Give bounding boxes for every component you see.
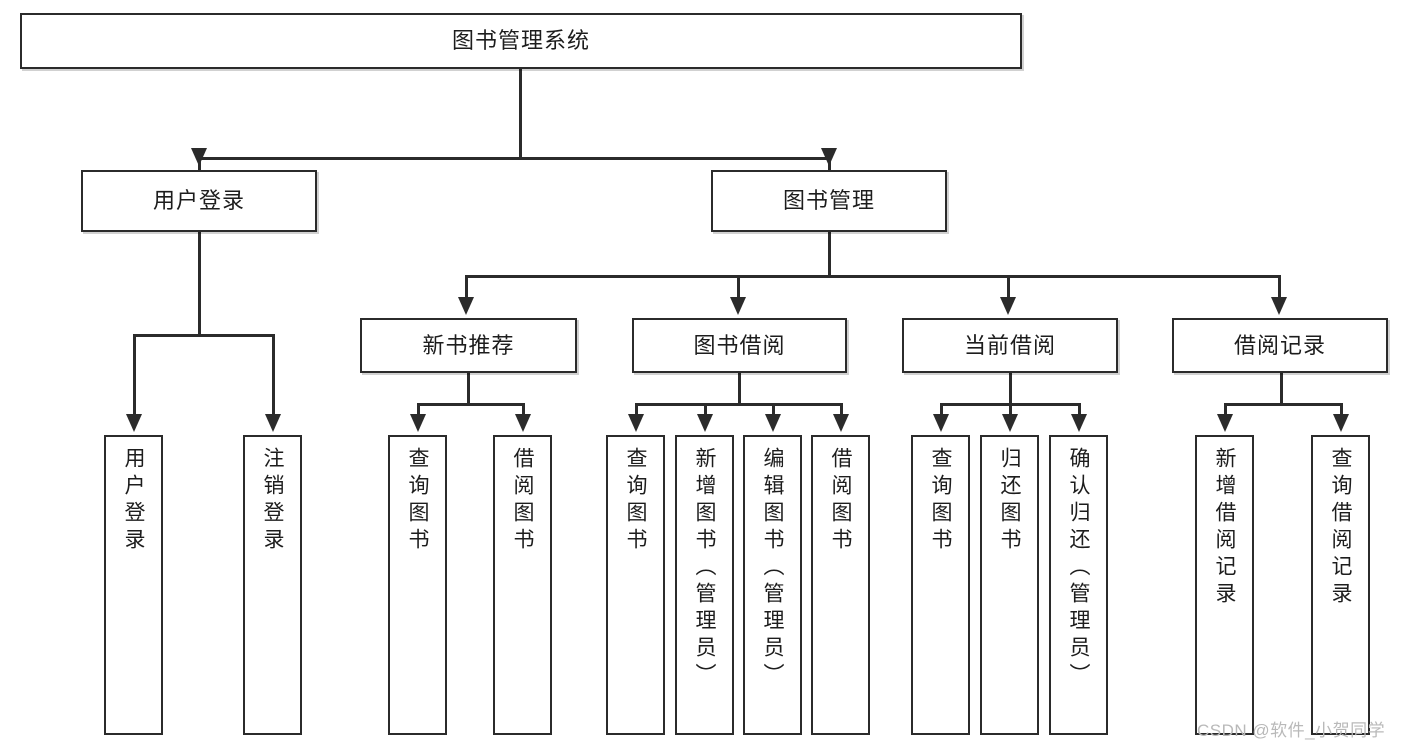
edge-records-stem <box>1280 373 1283 406</box>
arrowhead-bookmgmt-records <box>1271 297 1287 315</box>
leaf-query-book-borrow[interactable]: 查询图书 <box>606 435 665 735</box>
arrowhead-root-to-login <box>191 148 207 166</box>
edge-borrow-to-leaf-2 <box>704 403 707 416</box>
edge-root-stem <box>519 68 522 160</box>
node-label: 归还图书 <box>998 447 1021 555</box>
edge-bookmgmt-to-records <box>1278 275 1281 299</box>
edge-borrow-to-leaf-1 <box>635 403 638 416</box>
leaf-edit-book-admin[interactable]: 编辑图书（管理员） <box>743 435 802 735</box>
edge-records-bus <box>1224 403 1343 406</box>
edge-current-to-leaf-1 <box>940 403 943 416</box>
node-label: 注销登录 <box>261 447 284 555</box>
node-borrow-records[interactable]: 借阅记录 <box>1172 318 1388 373</box>
leaf-add-borrow-record[interactable]: 新增借阅记录 <box>1195 435 1254 735</box>
edge-records-to-leaf-2 <box>1340 403 1343 416</box>
arrowhead-newbook-leaf-2 <box>515 414 531 432</box>
edge-newbook-bus <box>417 403 525 406</box>
arrowhead-current-leaf-2 <box>1002 414 1018 432</box>
arrowhead-borrow-leaf-1 <box>628 414 644 432</box>
arrowhead-bookmgmt-newbook <box>458 297 474 315</box>
edge-current-to-leaf-2 <box>1009 403 1012 416</box>
edge-login-bus <box>133 334 275 337</box>
edge-bookmgmt-to-newbook <box>465 275 468 299</box>
edge-newbook-stem <box>467 373 470 406</box>
csdn-watermark: CSDN @软件_小贺同学 <box>1197 721 1386 740</box>
node-label: 新增图书（管理员） <box>693 447 716 690</box>
arrowhead-newbook-leaf-1 <box>410 414 426 432</box>
node-label: 查询图书 <box>929 447 952 555</box>
node-label: 借阅记录 <box>1233 332 1326 358</box>
node-label: 确认归还（管理员） <box>1067 447 1090 690</box>
node-label: 用户登录 <box>122 447 145 555</box>
node-label: 借阅图书 <box>829 447 852 555</box>
edge-login-stem <box>198 232 201 337</box>
leaf-add-book-admin[interactable]: 新增图书（管理员） <box>675 435 734 735</box>
node-label: 图书管理系统 <box>451 28 590 54</box>
arrowhead-current-leaf-3 <box>1071 414 1087 432</box>
arrowhead-bookmgmt-current <box>1000 297 1016 315</box>
arrowhead-borrow-leaf-3 <box>765 414 781 432</box>
leaf-return-book[interactable]: 归还图书 <box>980 435 1039 735</box>
leaf-query-borrow-record[interactable]: 查询借阅记录 <box>1311 435 1370 735</box>
node-label: 用户登录 <box>152 188 245 214</box>
edge-records-to-leaf-1 <box>1224 403 1227 416</box>
edge-root-bus <box>198 157 831 160</box>
node-label: 当前借阅 <box>963 332 1056 358</box>
node-label: 图书借阅 <box>693 332 786 358</box>
arrowhead-records-leaf-2 <box>1333 414 1349 432</box>
node-book-borrow[interactable]: 图书借阅 <box>632 318 847 373</box>
leaf-confirm-return-admin[interactable]: 确认归还（管理员） <box>1049 435 1108 735</box>
edge-borrow-to-leaf-3 <box>772 403 775 416</box>
edge-newbook-to-leaf-1 <box>417 403 420 416</box>
node-label: 查询图书 <box>406 447 429 555</box>
leaf-user-login[interactable]: 用户登录 <box>104 435 163 735</box>
edge-borrow-to-leaf-4 <box>840 403 843 416</box>
edge-login-to-leaf-2 <box>272 334 275 416</box>
edge-bookmgmt-stem <box>828 232 831 278</box>
leaf-logout[interactable]: 注销登录 <box>243 435 302 735</box>
node-label: 新增借阅记录 <box>1213 447 1236 609</box>
node-new-book-recommend[interactable]: 新书推荐 <box>360 318 577 373</box>
arrowhead-current-leaf-1 <box>933 414 949 432</box>
node-label: 查询图书 <box>624 447 647 555</box>
edge-current-to-leaf-3 <box>1078 403 1081 416</box>
arrowhead-root-to-bookmgmt <box>821 148 837 166</box>
node-root-book-management-system[interactable]: 图书管理系统 <box>20 13 1022 69</box>
arrowhead-records-leaf-1 <box>1217 414 1233 432</box>
arrowhead-login-leaf-1 <box>126 414 142 432</box>
edge-borrow-stem <box>738 373 741 406</box>
edge-bookmgmt-bus <box>465 275 1280 278</box>
edge-current-stem <box>1009 373 1012 406</box>
node-label: 编辑图书（管理员） <box>761 447 784 690</box>
edge-newbook-to-leaf-2 <box>522 403 525 416</box>
leaf-borrow-book[interactable]: 借阅图书 <box>811 435 870 735</box>
arrowhead-borrow-leaf-4 <box>833 414 849 432</box>
arrowhead-bookmgmt-borrow <box>730 297 746 315</box>
edge-borrow-bus <box>635 403 842 406</box>
node-label: 借阅图书 <box>511 447 534 555</box>
edge-bookmgmt-to-current <box>1007 275 1010 299</box>
edge-bookmgmt-to-borrow <box>737 275 740 299</box>
node-user-login[interactable]: 用户登录 <box>81 170 317 232</box>
node-current-borrow[interactable]: 当前借阅 <box>902 318 1118 373</box>
arrowhead-borrow-leaf-2 <box>697 414 713 432</box>
arrowhead-login-leaf-2 <box>265 414 281 432</box>
edge-login-to-leaf-1 <box>133 334 136 416</box>
node-label: 图书管理 <box>782 188 875 214</box>
node-book-management[interactable]: 图书管理 <box>711 170 947 232</box>
node-label: 新书推荐 <box>422 332 515 358</box>
node-label: 查询借阅记录 <box>1329 447 1352 609</box>
leaf-query-book-current[interactable]: 查询图书 <box>911 435 970 735</box>
leaf-borrow-book-newbook[interactable]: 借阅图书 <box>493 435 552 735</box>
leaf-query-book-newbook[interactable]: 查询图书 <box>388 435 447 735</box>
